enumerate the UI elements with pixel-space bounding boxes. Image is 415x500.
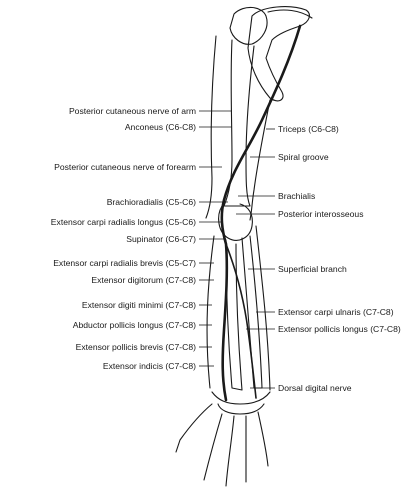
carpals xyxy=(211,391,271,415)
middle-finger xyxy=(225,415,235,487)
radius xyxy=(225,239,243,391)
label-right-4: Superficial branch xyxy=(278,264,347,274)
scapula xyxy=(247,6,310,102)
label-left-0: Posterior cutaneous nerve of arm xyxy=(68,106,196,116)
humeral-head xyxy=(229,6,268,45)
label-right-6: Extensor pollicis longus (C7-C8) xyxy=(278,324,401,334)
label-left-10: Extensor pollicis brevis (C7-C8) xyxy=(75,342,196,352)
forearm-outline-left xyxy=(206,235,215,389)
label-right-7: Dorsal digital nerve xyxy=(278,383,352,393)
humerus xyxy=(223,39,255,207)
label-left-8: Extensor digiti minimi (C7-C8) xyxy=(81,300,196,310)
clavicle xyxy=(267,9,313,19)
label-left-7: Extensor digitorum (C7-C8) xyxy=(91,275,196,285)
label-left-11: Extensor indicis (C7-C8) xyxy=(102,361,196,371)
arm-outline-left xyxy=(205,35,217,219)
forearm-outline-right xyxy=(255,225,271,391)
label-left-6: Extensor carpi radialis brevis (C5-C7) xyxy=(53,258,196,268)
label-right-1: Spiral groove xyxy=(278,152,329,162)
label-left-4: Extensor carpi radialis longus (C5-C6) xyxy=(50,217,196,227)
radial-nerve xyxy=(220,24,302,402)
label-left-2: Posterior cutaneous nerve of forearm xyxy=(54,162,196,172)
label-right-0: Triceps (C6-C8) xyxy=(278,124,339,134)
arm-outline-right xyxy=(249,99,271,221)
thumb xyxy=(175,403,213,453)
index-finger xyxy=(203,413,223,481)
label-right-5: Extensor carpi ulnaris (C7-C8) xyxy=(278,307,394,317)
label-left-3: Brachioradialis (C5-C6) xyxy=(106,197,196,207)
label-left-5: Supinator (C6-C7) xyxy=(126,234,196,244)
little-finger xyxy=(257,411,269,467)
label-right-3: Posterior interosseous xyxy=(278,209,364,219)
label-right-2: Brachialis xyxy=(278,191,316,201)
label-left-1: Anconeus (C6-C8) xyxy=(124,122,196,132)
label-left-9: Abductor pollicis longus (C7-C8) xyxy=(72,320,196,330)
superficial-branch xyxy=(225,243,257,399)
elbow xyxy=(218,203,253,241)
